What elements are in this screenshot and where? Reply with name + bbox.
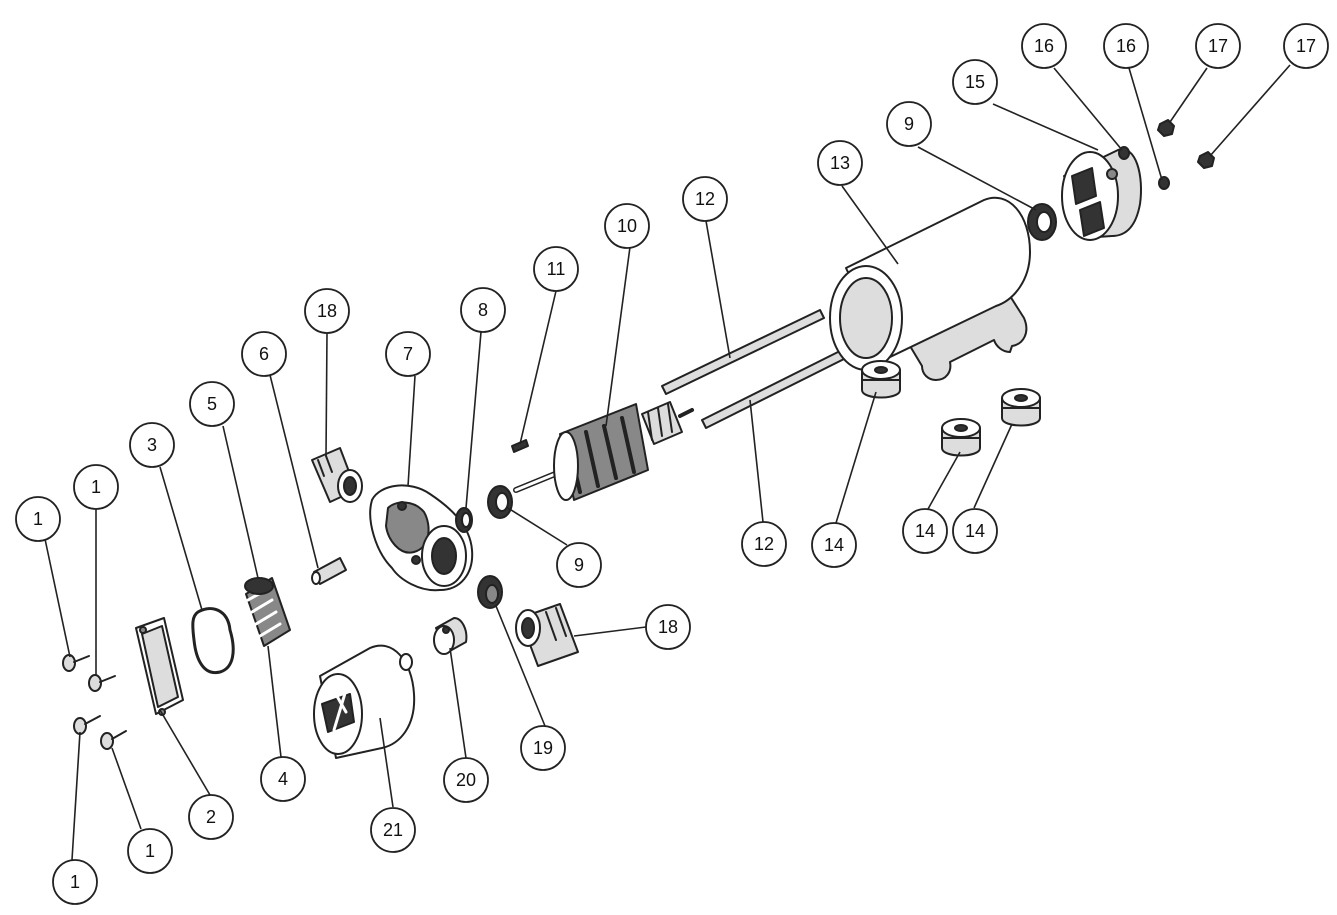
callout-21: 21 xyxy=(370,807,416,853)
callout-17-b: 17 xyxy=(1283,23,1329,69)
part-bearing-lower xyxy=(487,485,513,519)
svg-text:3: 3 xyxy=(147,435,157,455)
svg-text:16: 16 xyxy=(1116,36,1136,56)
callout-3: 3 xyxy=(129,422,175,468)
part-tie-rod-upper xyxy=(661,309,825,395)
part-pump-housing xyxy=(369,484,474,592)
svg-text:19: 19 xyxy=(533,738,553,758)
callout-1-a: 1 xyxy=(15,496,61,542)
callout-8: 8 xyxy=(460,287,506,333)
callout-14-b: 14 xyxy=(902,508,948,554)
part-armature xyxy=(513,401,694,501)
leader-lines xyxy=(44,64,1291,861)
callout-9-upper: 9 xyxy=(886,101,932,147)
part-motor-can xyxy=(829,196,1031,381)
part-pin xyxy=(311,557,347,585)
callout-19: 19 xyxy=(520,725,566,771)
svg-text:14: 14 xyxy=(965,521,985,541)
svg-text:1: 1 xyxy=(91,477,101,497)
callout-9-lower: 9 xyxy=(556,542,602,588)
callout-17-a: 17 xyxy=(1195,23,1241,69)
callout-4: 4 xyxy=(260,756,306,802)
callout-18-upper: 18 xyxy=(304,288,350,334)
part-helical-gear xyxy=(244,577,291,647)
svg-text:10: 10 xyxy=(617,216,637,236)
part-key xyxy=(511,439,529,453)
callout-2: 2 xyxy=(188,794,234,840)
svg-text:1: 1 xyxy=(145,841,155,861)
svg-text:16: 16 xyxy=(1034,36,1054,56)
svg-text:17: 17 xyxy=(1296,36,1316,56)
part-check-valve xyxy=(477,575,503,609)
svg-text:20: 20 xyxy=(456,770,476,790)
part-fitting-lower xyxy=(515,603,579,667)
callout-14-a: 14 xyxy=(811,522,857,568)
callout-12-lower: 12 xyxy=(741,521,787,567)
svg-text:7: 7 xyxy=(403,344,413,364)
svg-text:1: 1 xyxy=(33,509,43,529)
callout-15: 15 xyxy=(952,59,998,105)
svg-text:18: 18 xyxy=(658,617,678,637)
callout-20: 20 xyxy=(443,757,489,803)
part-washer-lower xyxy=(1158,176,1170,190)
part-bearing-small xyxy=(455,507,473,533)
callout-6: 6 xyxy=(241,331,287,377)
svg-text:15: 15 xyxy=(965,72,985,92)
callout-7: 7 xyxy=(385,331,431,377)
svg-text:1: 1 xyxy=(70,872,80,892)
svg-text:13: 13 xyxy=(830,153,850,173)
svg-text:12: 12 xyxy=(695,189,715,209)
part-screw-top-right xyxy=(88,674,116,692)
callout-13: 13 xyxy=(817,140,863,186)
svg-text:8: 8 xyxy=(478,300,488,320)
callout-14-c: 14 xyxy=(952,508,998,554)
callout-1-c: 1 xyxy=(52,859,98,905)
svg-text:18: 18 xyxy=(317,301,337,321)
part-end-plate xyxy=(135,617,184,716)
part-gasket xyxy=(191,607,235,675)
callout-10: 10 xyxy=(604,203,650,249)
callout-5: 5 xyxy=(189,381,235,427)
part-grommet-1 xyxy=(861,360,901,399)
svg-text:14: 14 xyxy=(824,535,844,555)
part-grommet-2 xyxy=(941,418,981,457)
svg-text:21: 21 xyxy=(383,820,403,840)
part-screw-bottom-right xyxy=(100,730,127,750)
svg-text:5: 5 xyxy=(207,394,217,414)
svg-text:17: 17 xyxy=(1208,36,1228,56)
callout-11: 11 xyxy=(533,246,579,292)
callout-16-a: 16 xyxy=(1021,23,1067,69)
part-screw-top-left xyxy=(62,654,90,672)
svg-text:9: 9 xyxy=(904,114,914,134)
part-grommet-3 xyxy=(1001,388,1041,427)
part-bearing-upper xyxy=(1027,203,1057,241)
part-screw-bottom-left xyxy=(73,715,101,735)
svg-text:4: 4 xyxy=(278,769,288,789)
svg-text:9: 9 xyxy=(574,555,584,575)
callout-1-d: 1 xyxy=(127,828,173,874)
svg-text:11: 11 xyxy=(547,259,566,279)
part-filter-housing xyxy=(313,644,416,759)
part-nozzle xyxy=(433,617,468,655)
callout-1-b: 1 xyxy=(73,464,119,510)
svg-text:12: 12 xyxy=(754,534,774,554)
callout-12-upper: 12 xyxy=(682,176,728,222)
svg-text:14: 14 xyxy=(915,521,935,541)
svg-text:2: 2 xyxy=(206,807,216,827)
callout-16-b: 16 xyxy=(1103,23,1149,69)
callout-18-lower: 18 xyxy=(645,604,691,650)
part-nut-upper xyxy=(1157,119,1175,137)
part-fitting-upper xyxy=(311,447,363,503)
svg-text:6: 6 xyxy=(259,344,269,364)
part-end-cap xyxy=(1061,148,1142,241)
